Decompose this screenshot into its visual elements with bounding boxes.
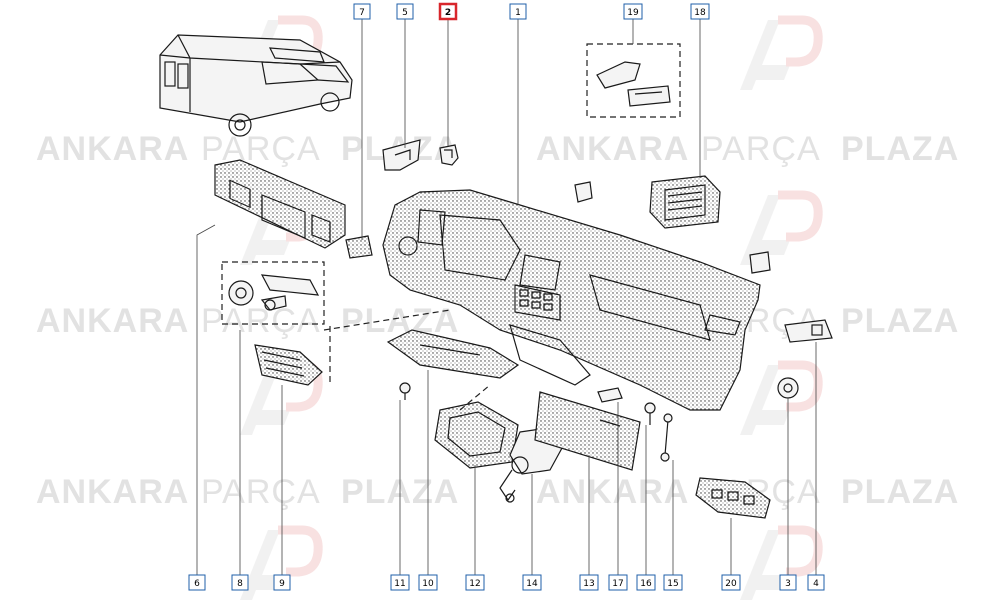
part-group-8 [221, 261, 451, 385]
watermark-word: PARÇA [201, 302, 321, 340]
callout-label: 18 [690, 3, 710, 20]
callout-number: 1 [515, 8, 521, 18]
watermark-word: ANKARA [536, 130, 689, 168]
switch-block-part [695, 477, 771, 519]
callout-label: 17 [608, 574, 628, 591]
callout-number: 16 [640, 579, 652, 589]
clip-part [574, 181, 593, 203]
watermark-word: ANKARA [36, 473, 189, 511]
watermark-word: PLAZA [341, 302, 459, 340]
watermark-row: ANKARA PARÇA PLAZA [536, 473, 959, 511]
callout-number: 6 [194, 579, 200, 589]
dashboard-panel [382, 189, 761, 411]
watermark-word: ANKARA [36, 130, 189, 168]
watermark-row: ANKARA PARÇA PLAZA [536, 130, 959, 168]
clip-part [749, 251, 771, 274]
watermark-row: ANKARA PARÇA PLAZA [36, 302, 459, 340]
watermark-word: ANKARA [36, 302, 189, 340]
callout-number: 2 [445, 8, 451, 18]
watermark-layer: ANKARA PARÇA PLAZA ANKARA PARÇA PLAZA AN… [36, 15, 959, 600]
clip-fastener-part [439, 144, 459, 166]
callout-number: 19 [627, 8, 639, 18]
callout-label: 16 [636, 574, 656, 591]
grille-part [254, 344, 323, 386]
watermark-row: ANKARA PARÇA PLAZA [36, 473, 458, 511]
watermark-word: PARÇA [201, 130, 321, 168]
pin-part [644, 402, 656, 425]
screw-part [399, 382, 411, 400]
watermark-word: PARÇA [201, 473, 321, 511]
callout-label: 1 [509, 3, 527, 20]
callout-number: 7 [359, 8, 365, 18]
part-group-19 [586, 43, 681, 118]
callout-number: 14 [526, 579, 538, 589]
callout-label: 19 [623, 3, 643, 20]
callout-label: 7 [353, 3, 371, 20]
callout-number: 13 [583, 579, 594, 589]
leader-lines [196, 19, 817, 580]
lower-trim-part [386, 329, 520, 379]
watermark-word: PLAZA [841, 473, 959, 511]
watermark-row: ANKARA PARÇA PLAZA [36, 130, 458, 168]
cable-part [660, 413, 673, 462]
switch-panel-part [784, 319, 833, 343]
callout-number: 18 [694, 8, 706, 18]
watermark-word: ANKARA [536, 473, 689, 511]
callout-label: 8 [231, 574, 249, 591]
watermark-word: PLAZA [841, 302, 959, 340]
callout-number: 9 [279, 579, 285, 589]
callout-label: 14 [522, 574, 542, 591]
callout-number: 15 [667, 579, 678, 589]
ap-logo-watermark [240, 15, 823, 600]
callout-number: 8 [237, 579, 243, 589]
clip-part [345, 235, 373, 259]
van-icon [159, 34, 353, 137]
callout-label-highlighted: 2 [438, 2, 458, 21]
callout-number: 4 [813, 579, 819, 589]
callout-number: 17 [612, 579, 623, 589]
callout-label: 20 [721, 574, 741, 591]
callout-number: 11 [394, 579, 405, 589]
latch-part [597, 387, 623, 403]
callout-number: 20 [725, 579, 737, 589]
callout-label: 13 [579, 574, 599, 591]
glovebox-lid-part [534, 391, 641, 471]
watermark-word: PARÇA [701, 130, 821, 168]
callout-number: 12 [469, 579, 480, 589]
callout-label: 10 [418, 574, 438, 591]
callout-label: 11 [390, 574, 410, 591]
callout-label: 5 [396, 3, 414, 20]
callout-label: 3 [779, 574, 797, 591]
watermark-word: PLAZA [841, 130, 959, 168]
callout-label: 4 [807, 574, 825, 591]
instrument-bezel-part [214, 159, 346, 249]
callout-number: 10 [422, 579, 434, 589]
storage-tray-part [434, 384, 519, 469]
air-vent-part [649, 175, 721, 229]
knob-part [777, 377, 799, 399]
callout-label: 9 [273, 574, 291, 591]
callout-labels: 7 5 2 1 19 18 6 8 [188, 2, 825, 591]
callout-label: 6 [188, 574, 206, 591]
bracket-part [382, 139, 421, 171]
callout-number: 3 [785, 579, 791, 589]
callout-label: 12 [465, 574, 485, 591]
callout-label: 15 [663, 574, 683, 591]
callout-number: 5 [402, 8, 408, 18]
